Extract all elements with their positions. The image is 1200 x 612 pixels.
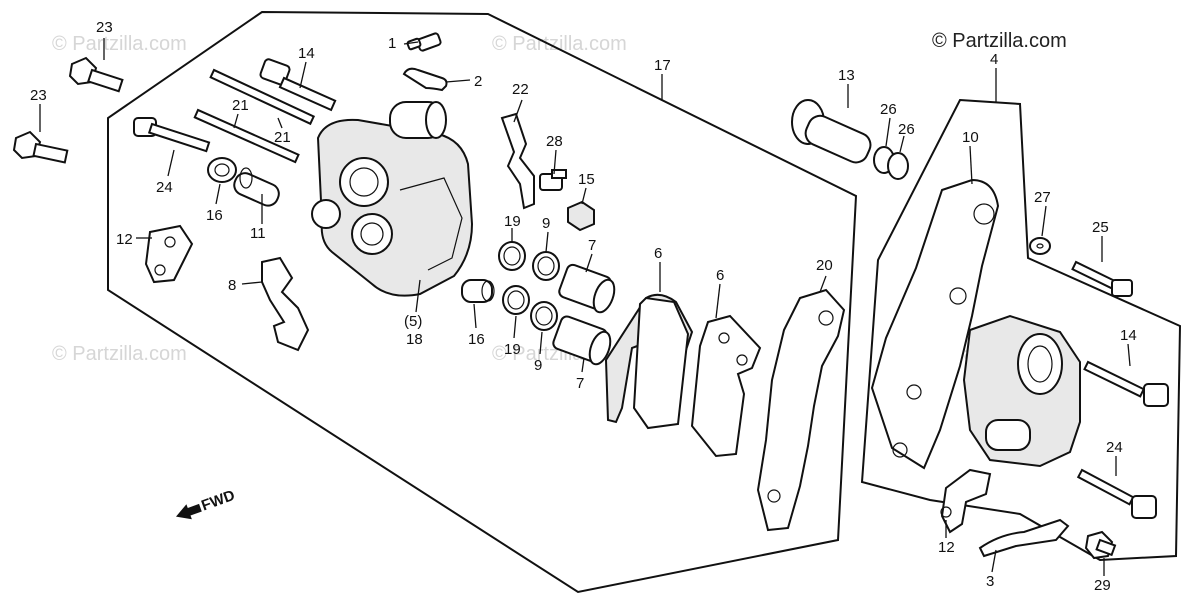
bolt-25 (1071, 260, 1133, 297)
mounting-plate-20 (756, 288, 846, 532)
callout-12-right: 12 (938, 539, 955, 556)
callout-26-a: 26 (880, 101, 897, 118)
watermarks: © Partzilla.com © Partzilla.com © Partzi… (52, 33, 1065, 365)
bracket-assembly-outline (860, 98, 1182, 562)
seal-9-upper (532, 251, 560, 281)
nut-15 (567, 200, 595, 232)
callout-28: 28 (546, 133, 563, 150)
callout-12-left: 12 (116, 231, 133, 248)
piston-7-upper (558, 263, 616, 314)
bolt-28 (539, 169, 567, 191)
bolt-24-left (133, 117, 211, 153)
callout-8: 8 (228, 277, 236, 294)
callout-14-right: 14 (1120, 327, 1137, 344)
pad-spring-8 (261, 256, 310, 352)
callout-27: 27 (1034, 189, 1051, 206)
callout-24-left: 24 (156, 179, 173, 196)
callout-25: 25 (1092, 219, 1109, 236)
callout-26-b: 26 (898, 121, 915, 138)
callout-6-right: 6 (716, 267, 724, 284)
callout-11: 11 (250, 225, 266, 242)
callout-18: 18 (406, 331, 423, 348)
callout-7-lower: 7 (576, 375, 584, 392)
callout-20: 20 (816, 257, 833, 274)
callout-19-lower: 19 (504, 341, 521, 358)
callout-23-upper: 23 (96, 19, 113, 36)
watermark-3: © Partzilla.com (52, 343, 187, 365)
watermark-2: © Partzilla.com (492, 33, 627, 55)
assembled-caliper (962, 314, 1081, 468)
washer-27 (1029, 237, 1051, 255)
sleeve-11 (233, 167, 280, 207)
bolt-23-lower (12, 130, 69, 164)
bolt-29 (1084, 530, 1117, 560)
callout-17: 17 (654, 57, 671, 74)
callout-2: 2 (474, 73, 482, 90)
callout-15: 15 (578, 171, 595, 188)
callout-21-upper: 21 (232, 97, 249, 114)
piston-7-lower (552, 315, 612, 366)
fwd-indicator: FWD (175, 487, 237, 520)
o-ring-26-b (887, 152, 909, 180)
bolt-14-right (1083, 360, 1169, 407)
seal-9-lower (530, 301, 558, 331)
bolt-23-upper (68, 56, 124, 93)
fwd-arrow-icon (175, 503, 202, 520)
callout-9-lower: 9 (534, 357, 542, 374)
caliper-bracket-10 (870, 178, 1000, 470)
seal-19-lower (502, 285, 530, 315)
bleed-valve-part (406, 32, 442, 52)
clip-3 (978, 518, 1070, 558)
slide-pin-13 (791, 99, 872, 164)
callout-21-lower: 21 (274, 129, 291, 146)
pad-spring-22 (500, 112, 535, 210)
callout-5: (5) (404, 313, 422, 330)
callout-29: 29 (1094, 577, 1111, 594)
seal-19-upper (498, 241, 526, 271)
callout-23-lower: 23 (30, 87, 47, 104)
boot-16-lower (461, 279, 495, 303)
brake-pad-6-right (690, 314, 762, 458)
callout-19-upper: 19 (504, 213, 521, 230)
callout-13: 13 (838, 67, 855, 84)
callout-1: 1 (388, 35, 396, 52)
copyright-text: © Partzilla.com (932, 30, 1067, 52)
caliper-assembly-outline (107, 10, 858, 594)
callout-24-right: 24 (1106, 439, 1123, 456)
leader-lines (39, 38, 1131, 576)
callout-4: 4 (990, 51, 998, 68)
callout-7-upper: 7 (588, 237, 596, 254)
bolt-24-right (1076, 468, 1157, 519)
bracket-12-right (940, 468, 992, 534)
bracket-12-left (144, 224, 194, 284)
callout-10: 10 (962, 129, 979, 146)
callout-6-left: 6 (654, 245, 662, 262)
callout-16-lower: 16 (468, 331, 485, 348)
callout-14-upper: 14 (298, 45, 315, 62)
callout-9-upper: 9 (542, 215, 550, 232)
watermark-1: © Partzilla.com (52, 33, 187, 55)
bleed-cap-part (402, 67, 448, 92)
callout-3: 3 (986, 573, 994, 590)
fwd-label: FWD (199, 487, 237, 515)
callout-16-upper: 16 (206, 207, 223, 224)
brake-pad-6-left (604, 293, 694, 430)
bolt-14-upper (259, 58, 337, 112)
callout-labels: 23 23 14 1 2 22 17 13 4 10 26 26 28 15 2… (30, 19, 1137, 594)
pin-21-upper (209, 68, 316, 126)
pin-21-lower (193, 108, 300, 164)
caliper-body-18 (311, 101, 474, 297)
boot-16-upper (207, 157, 237, 183)
callout-22: 22 (512, 81, 529, 98)
